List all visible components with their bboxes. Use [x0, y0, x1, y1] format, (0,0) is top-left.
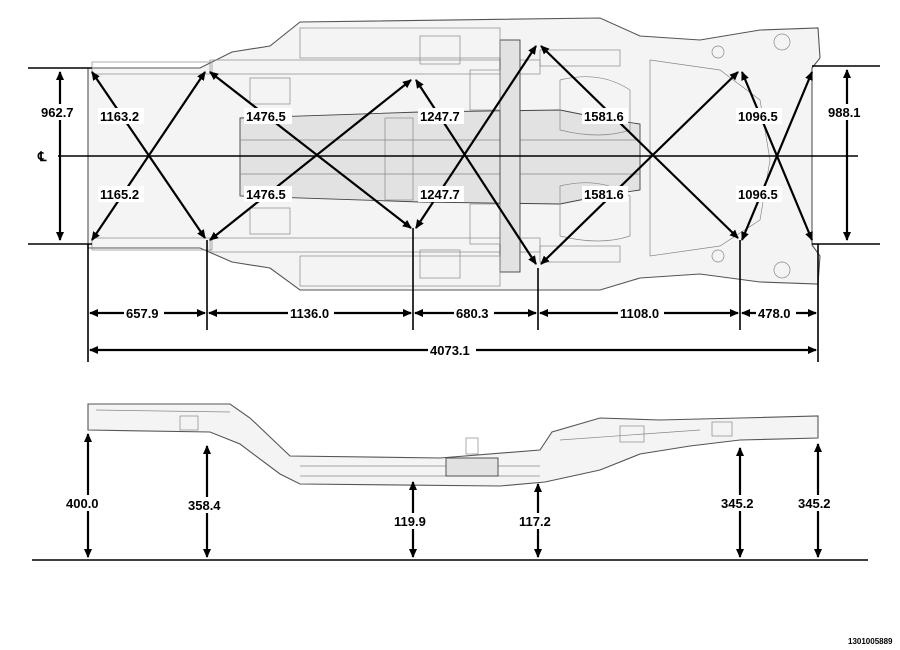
height-dimensions: 400.0 358.4 119.9 117.2 345.2 345.2 — [64, 433, 838, 558]
centerline-symbol: ℄ — [37, 149, 47, 164]
diag-1-lower-label: 1165.2 — [100, 187, 139, 202]
length-dimensions: 657.9 1136.0 680.3 1108.0 478.0 4073.1 — [89, 305, 817, 358]
height-4-label: 117.2 — [519, 514, 551, 529]
diagonal-dimensions: 1163.2 1165.2 1476.5 1476.5 1247.7 1247.… — [91, 45, 814, 265]
diag-2-upper-label: 1476.5 — [246, 109, 286, 124]
height-1-label: 400.0 — [66, 496, 99, 511]
length-4-label: 1108.0 — [620, 306, 659, 321]
diag-3-upper-label: 1247.7 — [420, 109, 460, 124]
diag-1-upper-label: 1163.2 — [100, 109, 139, 124]
diag-4-lower-label: 1581.6 — [584, 187, 624, 202]
width-dimensions: 962.7 988.1 — [40, 69, 868, 241]
underbody-side-view — [87, 403, 819, 487]
total-length-label: 4073.1 — [430, 343, 470, 358]
diag-5-upper-label: 1096.5 — [738, 109, 778, 124]
length-3-label: 680.3 — [456, 306, 489, 321]
length-1-label: 657.9 — [126, 306, 159, 321]
length-5-label: 478.0 — [758, 306, 791, 321]
width-rear-label: 988.1 — [828, 105, 861, 120]
diag-5-lower-label: 1096.5 — [738, 187, 778, 202]
figure-code: 1301005889 — [848, 637, 893, 646]
diag-2-lower-label: 1476.5 — [246, 187, 286, 202]
width-front-label: 962.7 — [41, 105, 74, 120]
height-2-label: 358.4 — [188, 498, 221, 513]
height-3-label: 119.9 — [394, 514, 426, 529]
diag-3-lower-label: 1247.7 — [420, 187, 460, 202]
underbody-top-view — [87, 17, 821, 291]
length-2-label: 1136.0 — [290, 306, 329, 321]
height-5-label: 345.2 — [721, 496, 754, 511]
diag-4-upper-label: 1581.6 — [584, 109, 624, 124]
height-6-label: 345.2 — [798, 496, 831, 511]
